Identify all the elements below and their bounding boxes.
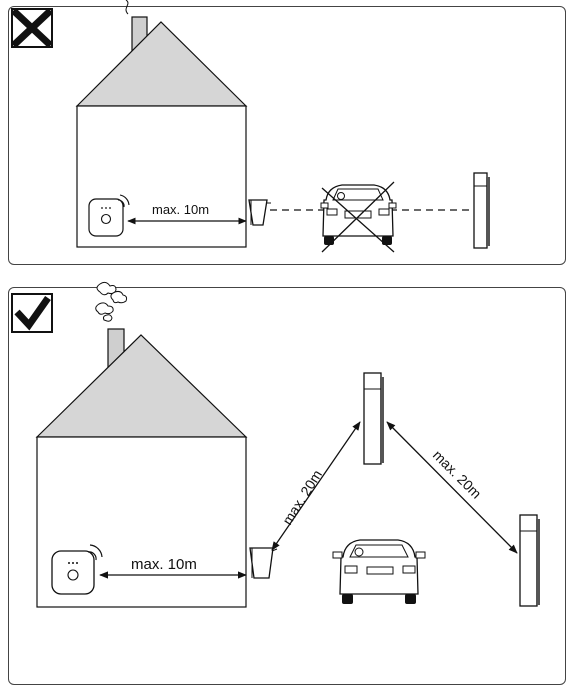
bollard-light-3 — [519, 514, 540, 607]
bridge-device-2 — [51, 544, 103, 595]
bridge-device-1 — [88, 194, 130, 237]
status-icon-checkmark — [11, 293, 53, 333]
bollard-light-2 — [363, 372, 384, 465]
bollard-light-1 — [473, 172, 490, 249]
car-2 — [332, 539, 426, 604]
house-2 — [35, 281, 248, 608]
link-arrow-2 — [386, 421, 518, 554]
status-icon-cross — [11, 8, 53, 48]
smoke-icon — [95, 281, 128, 322]
car-1 — [320, 181, 397, 253]
wall-light-2 — [249, 547, 278, 579]
wall-light-1 — [248, 199, 271, 226]
distance-label-1: max. 10m — [152, 202, 209, 217]
distance-label-2: max. 10m — [131, 556, 197, 573]
link-label-1: max. 20m — [279, 467, 325, 528]
link-arrow-1 — [271, 421, 361, 551]
